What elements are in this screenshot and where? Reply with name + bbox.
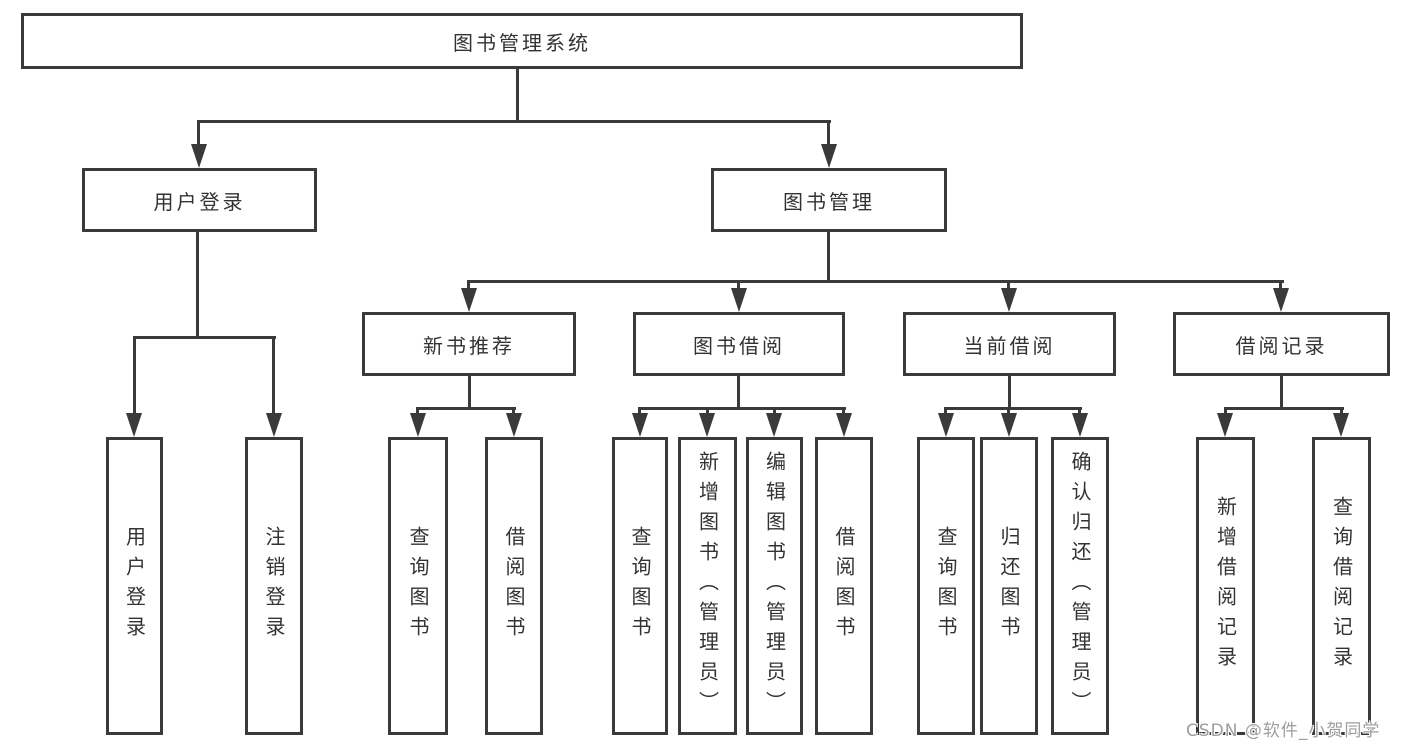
leaf-add-books-admin: 新增图书（管理员） xyxy=(678,437,737,735)
leaf-add-borrow-record: 新增借阅记录 xyxy=(1196,437,1255,735)
node-user-login: 用户登录 xyxy=(82,168,317,232)
connector-line xyxy=(638,407,846,410)
arrow-down-icon xyxy=(766,413,782,437)
leaf-return-books: 归还图书 xyxy=(980,437,1038,735)
leaf-label: 查询图书 xyxy=(628,526,652,646)
connector-line xyxy=(512,407,515,417)
arrow-down-icon xyxy=(126,413,142,437)
connector-line xyxy=(1340,407,1343,417)
connector-line xyxy=(1224,407,1344,410)
leaf-borrow-books: 借阅图书 xyxy=(815,437,873,735)
connector-line xyxy=(827,120,830,146)
connector-line xyxy=(467,280,1284,283)
connector-line xyxy=(737,280,740,292)
connector-line xyxy=(1078,407,1081,417)
connector-line xyxy=(737,376,740,407)
arrow-down-icon xyxy=(266,413,282,437)
leaf-query-borrow-record: 查询借阅记录 xyxy=(1312,437,1371,735)
leaf-label: 确认归还（管理员） xyxy=(1068,451,1092,721)
leaf-borrow-books: 借阅图书 xyxy=(485,437,543,735)
leaf-user-login: 用户登录 xyxy=(106,437,163,735)
arrow-down-icon xyxy=(506,413,522,437)
leaf-query-books: 查询图书 xyxy=(917,437,975,735)
arrow-down-icon xyxy=(461,288,477,312)
connector-line xyxy=(638,407,641,417)
connector-line xyxy=(1007,407,1010,417)
connector-line xyxy=(944,407,947,417)
connector-line xyxy=(944,407,1082,410)
leaf-query-books: 查询图书 xyxy=(388,437,448,735)
connector-line xyxy=(197,120,200,146)
arrow-down-icon xyxy=(632,413,648,437)
connector-line xyxy=(133,336,136,415)
connector-line xyxy=(1279,280,1282,292)
arrow-down-icon xyxy=(836,413,852,437)
leaf-label: 注销登录 xyxy=(262,526,286,646)
node-library-system: 图书管理系统 xyxy=(21,13,1023,69)
leaf-label: 借阅图书 xyxy=(832,526,856,646)
leaf-logout: 注销登录 xyxy=(245,437,303,735)
connector-line xyxy=(1007,280,1010,292)
connector-line xyxy=(196,232,199,336)
arrow-down-icon xyxy=(1333,413,1349,437)
arrow-down-icon xyxy=(1273,288,1289,312)
connector-line xyxy=(706,407,709,417)
leaf-label: 编辑图书（管理员） xyxy=(762,451,787,721)
leaf-label: 新增借阅记录 xyxy=(1213,496,1238,676)
connector-line xyxy=(468,376,471,407)
leaf-label: 归还图书 xyxy=(997,526,1021,646)
arrow-down-icon xyxy=(191,144,207,168)
connector-line xyxy=(416,407,516,410)
arrow-down-icon xyxy=(938,413,954,437)
connector-line xyxy=(1280,376,1283,407)
connector-line xyxy=(416,407,419,417)
connector-line xyxy=(516,69,519,120)
arrow-down-icon xyxy=(821,144,837,168)
leaf-query-books: 查询图书 xyxy=(612,437,668,735)
connector-line xyxy=(773,407,776,417)
node-borrowing-records: 借阅记录 xyxy=(1173,312,1390,376)
connector-line xyxy=(197,120,831,123)
leaf-label: 借阅图书 xyxy=(502,526,526,646)
leaf-label: 查询借阅记录 xyxy=(1329,496,1354,676)
connector-line xyxy=(827,232,830,280)
arrow-down-icon xyxy=(410,413,426,437)
leaf-label: 查询图书 xyxy=(406,526,430,646)
node-new-book-recommend: 新书推荐 xyxy=(362,312,576,376)
connector-line xyxy=(133,336,276,339)
connector-line xyxy=(1008,376,1011,407)
arrow-down-icon xyxy=(731,288,747,312)
connector-line xyxy=(842,407,845,417)
arrow-down-icon xyxy=(1217,413,1233,437)
watermark: CSDN @软件_小贺同学 xyxy=(1186,721,1381,741)
leaf-label: 用户登录 xyxy=(122,526,147,646)
arrow-down-icon xyxy=(1072,413,1088,437)
leaf-edit-books-admin: 编辑图书（管理员） xyxy=(746,437,803,735)
node-book-management: 图书管理 xyxy=(711,168,947,232)
connector-line xyxy=(467,280,470,292)
connector-line xyxy=(1224,407,1227,417)
node-book-borrowing: 图书借阅 xyxy=(633,312,845,376)
node-current-borrowing: 当前借阅 xyxy=(903,312,1116,376)
arrow-down-icon xyxy=(1001,413,1017,437)
arrow-down-icon xyxy=(1001,288,1017,312)
leaf-confirm-return-admin: 确认归还（管理员） xyxy=(1051,437,1109,735)
leaf-label: 查询图书 xyxy=(934,526,958,646)
connector-line xyxy=(272,336,275,415)
arrow-down-icon xyxy=(699,413,715,437)
leaf-label: 新增图书（管理员） xyxy=(695,451,720,721)
